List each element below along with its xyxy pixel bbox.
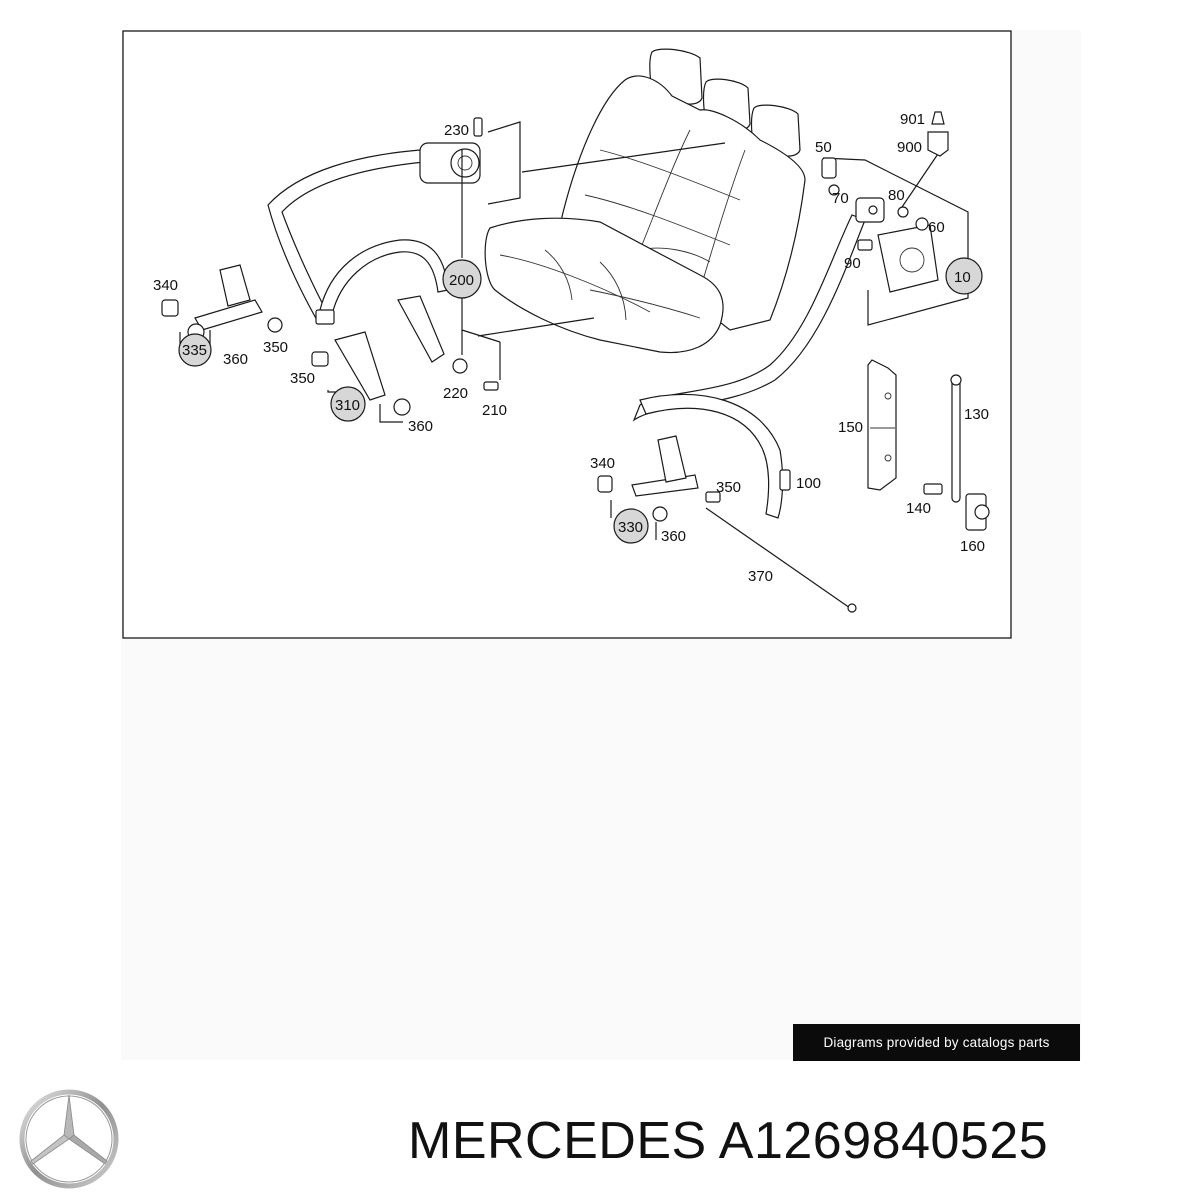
callout-circle-330 <box>613 508 649 544</box>
cover-900 <box>927 131 949 157</box>
nut-220 <box>452 358 468 374</box>
washer-80 <box>897 206 909 218</box>
mounting-brackets <box>867 359 990 531</box>
callout-circle-335 <box>178 333 212 367</box>
part-label-100: 100 <box>796 475 821 492</box>
part-label-160: 160 <box>960 538 985 555</box>
part-label-230: 230 <box>444 122 469 139</box>
nut-60 <box>915 217 929 231</box>
part-label-210: 210 <box>482 402 507 419</box>
part-label-130: 130 <box>964 406 989 423</box>
part-label-10: 10 <box>954 269 971 286</box>
part-label-340-right: 340 <box>590 455 615 472</box>
part-labels: 230 901 900 50 70 80 60 90 10 200 340 33… <box>153 111 989 585</box>
part-label-50: 50 <box>815 139 832 156</box>
seat-belt-exploded-diagram: 230 901 900 50 70 80 60 90 10 200 340 33… <box>122 30 1012 639</box>
part-label-901: 901 <box>900 111 925 128</box>
part-label-360-mid: 360 <box>408 418 433 435</box>
part-label-70: 70 <box>832 190 849 207</box>
bolt-50 <box>821 157 837 179</box>
part-label-310: 310 <box>335 397 360 414</box>
callout-circle-200 <box>442 259 482 299</box>
washer-70 <box>828 184 840 196</box>
callout-leaders-200 <box>461 121 726 380</box>
part-label-150: 150 <box>838 419 863 436</box>
callout-circle-310 <box>330 386 366 422</box>
part-label-350-mid: 350 <box>290 370 315 387</box>
part-label-200: 200 <box>449 272 474 289</box>
part-label-350-right: 350 <box>716 479 741 496</box>
bolt-210 <box>483 381 499 391</box>
bolt-90 <box>857 239 873 251</box>
part-label-900: 900 <box>897 139 922 156</box>
rear-bench-seat <box>484 48 806 354</box>
catalog-credit-banner: Diagrams provided by catalogs parts <box>793 1024 1080 1061</box>
callout-circle-10 <box>945 257 983 295</box>
part-label-370: 370 <box>748 568 773 585</box>
part-label-60: 60 <box>928 219 945 236</box>
buckle-330 <box>597 435 857 613</box>
part-label-220: 220 <box>443 385 468 402</box>
part-label-335: 335 <box>182 342 207 359</box>
part-label-350-left: 350 <box>263 339 288 356</box>
part-label-140: 140 <box>906 500 931 517</box>
part-number-title: MERCEDES A1269840525 <box>408 1112 1049 1170</box>
part-label-360-left: 360 <box>223 351 248 368</box>
part-label-330: 330 <box>618 519 643 536</box>
diagram-frame <box>122 30 1012 639</box>
part-label-80: 80 <box>888 187 905 204</box>
part-label-340-left: 340 <box>153 277 178 294</box>
buckle-310 <box>311 331 411 423</box>
part-label-90: 90 <box>844 255 861 272</box>
cap-901 <box>931 111 945 125</box>
centre-belt-assembly <box>267 142 481 363</box>
right-belt-assembly <box>632 141 969 519</box>
mercedes-star-icon <box>19 1089 119 1189</box>
bolt-230 <box>473 117 483 137</box>
part-label-360-right: 360 <box>661 528 686 545</box>
